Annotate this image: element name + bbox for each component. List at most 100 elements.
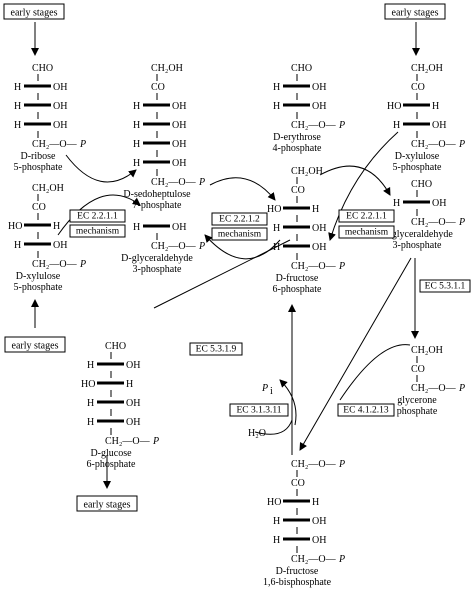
name-line-1: D-erythrose xyxy=(273,132,321,143)
early-stages-box-top-left-text: early stages xyxy=(11,8,58,19)
h-atom: H xyxy=(14,120,21,131)
phosphate-ester: CH₂—O— xyxy=(411,383,457,394)
cho-group: CHO xyxy=(105,341,126,352)
ho-group: HO xyxy=(267,204,281,215)
ch2oh-group: CH₂OH xyxy=(291,166,323,177)
ec-2-2-1-2-box-text: EC 2.2.1.2 xyxy=(219,215,260,225)
phosphate-ester: CH₂—O— xyxy=(291,120,337,131)
mechanism-box-mid: mechanism xyxy=(211,227,268,241)
mechanism-box-right-text: mechanism xyxy=(345,228,389,238)
name-line-2: 5-phosphate xyxy=(393,162,442,173)
h-atom: H xyxy=(126,379,133,390)
ec-3-1-3-11-box-text: EC 3.1.3.11 xyxy=(236,406,281,416)
h-atom: H xyxy=(133,101,140,112)
phosphate-p: P xyxy=(338,261,345,272)
ch2oh-group: CH₂OH xyxy=(32,183,64,194)
oh-group: OH xyxy=(126,360,140,371)
phosphate-ester: CH₂—O— xyxy=(411,139,457,150)
name-line-1: D-glyceraldehyde xyxy=(121,253,193,264)
name-line-2: 1,6-bisphosphate xyxy=(263,577,332,588)
name-line-1: D-xylulose xyxy=(16,271,61,282)
name-line-1: D-fructose xyxy=(276,273,319,284)
oh-group: OH xyxy=(312,82,326,93)
ec-2-2-1-1-box-left: EC 2.2.1.1 xyxy=(69,209,126,223)
ho-group: HO xyxy=(81,379,95,390)
ec-2-2-1-1-box-right-text: EC 2.2.1.1 xyxy=(346,212,387,222)
phosphate-p: P xyxy=(79,259,86,270)
oh-group: OH xyxy=(172,222,186,233)
ho-group: HO xyxy=(387,101,401,112)
carbonyl-group: CO xyxy=(411,82,425,93)
ec-5-3-1-1-box: EC 5.3.1.1 xyxy=(419,279,471,293)
name-line-2: 3-phosphate xyxy=(393,240,442,251)
phosphate-p: P xyxy=(458,139,465,150)
early-stages-box-mid-left-text: early stages xyxy=(12,341,59,352)
carbonyl-group: CO xyxy=(411,364,425,375)
ec-5-3-1-9-box-text: EC 5.3.1.9 xyxy=(196,345,237,355)
curve-ec1-bottom xyxy=(57,194,141,236)
oh-group: OH xyxy=(312,535,326,546)
name-line-1: D-glucose xyxy=(90,448,132,459)
ec-3-1-3-11-box: EC 3.1.3.11 xyxy=(229,403,289,417)
ho-group: HO xyxy=(8,221,22,232)
cho-group: CHO xyxy=(291,63,312,74)
name-line-2: 7-phosphate xyxy=(133,200,182,211)
name-line-2: 6-phosphate xyxy=(273,284,322,295)
ec-5-3-1-9-box: EC 5.3.1.9 xyxy=(189,342,243,356)
name-line-2: 5-phosphate xyxy=(14,162,63,173)
curve-ec1-top xyxy=(65,154,137,183)
phosphate-ester: CH₂—O— xyxy=(291,554,337,565)
phosphate-p: P xyxy=(152,436,159,447)
ec-2-2-1-2-box: EC 2.2.1.2 xyxy=(211,212,268,226)
phosphate-p: P xyxy=(338,120,345,131)
oh-group: OH xyxy=(53,240,67,251)
h-atom: H xyxy=(273,242,280,253)
h-atom: H xyxy=(393,120,400,131)
name-line-1: glycerone xyxy=(397,395,437,406)
name-line-2: 5-phosphate xyxy=(14,282,63,293)
carbonyl-group: CO xyxy=(291,185,305,196)
carbonyl-group: CO xyxy=(32,202,46,213)
oh-group: OH xyxy=(312,242,326,253)
oh-group: OH xyxy=(172,101,186,112)
h-atom: H xyxy=(14,82,21,93)
oh-group: OH xyxy=(126,417,140,428)
carbonyl-group: CO xyxy=(291,478,305,489)
ec-2-2-1-1-box-right: EC 2.2.1.1 xyxy=(338,209,395,223)
phosphate-ester: CH₂—O— xyxy=(32,259,78,270)
h-atom: H xyxy=(393,198,400,209)
h-atom: H xyxy=(14,240,21,251)
h-atom: H xyxy=(14,101,21,112)
phosphate-p: P xyxy=(198,177,205,188)
ch2oh-group: CH₂OH xyxy=(411,63,443,74)
oh-group: OH xyxy=(53,101,67,112)
mechanism-box-left-text: mechanism xyxy=(76,227,120,237)
early-stages-box-top-right: early stages xyxy=(384,3,446,20)
phosphate-ester: CH₂—O— xyxy=(411,217,457,228)
mechanism-box-right: mechanism xyxy=(338,225,395,239)
phosphate-p: P xyxy=(338,554,345,565)
h-atom: H xyxy=(133,120,140,131)
oh-group: OH xyxy=(53,82,67,93)
phosphate-ester: CH₂—O— xyxy=(151,177,197,188)
oh-group: OH xyxy=(312,516,326,527)
phosphate-ester: CH₂—O— xyxy=(105,436,151,447)
oh-group: OH xyxy=(53,120,67,131)
h-atom: H xyxy=(273,516,280,527)
h-atom: H xyxy=(133,139,140,150)
h-atom: H xyxy=(432,101,439,112)
h-atom: H xyxy=(312,497,319,508)
oh-group: OH xyxy=(432,120,446,131)
curve-ec3-top xyxy=(319,165,391,196)
